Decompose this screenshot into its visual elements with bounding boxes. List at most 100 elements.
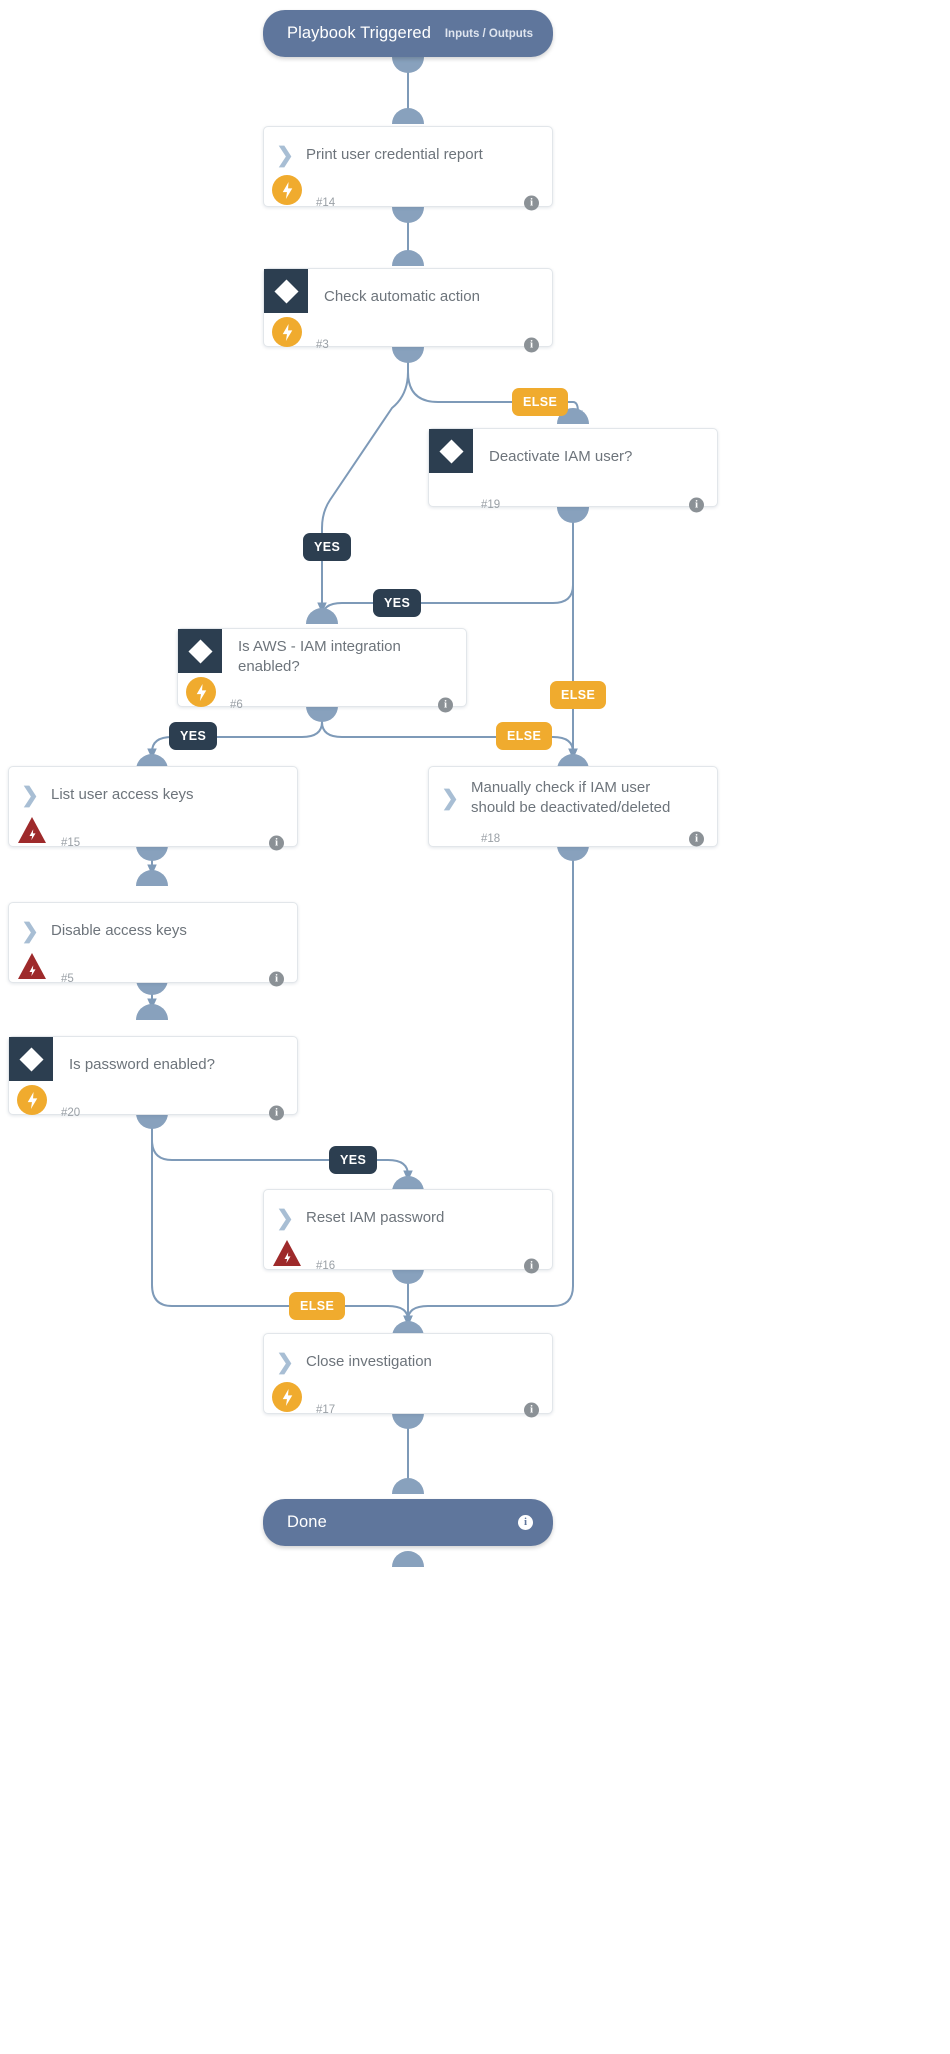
branch-label-text: YES bbox=[340, 1153, 367, 1167]
node-id: #17 bbox=[316, 1404, 336, 1416]
node-title: Print user credential report bbox=[306, 146, 483, 164]
node-id: #14 bbox=[316, 197, 336, 209]
info-icon[interactable]: i bbox=[524, 1402, 539, 1418]
node-head: Is password enabled? bbox=[9, 1037, 297, 1093]
branch-label-yes-3[interactable]: YES bbox=[303, 533, 352, 561]
node-foot: #3 i bbox=[264, 317, 552, 365]
node-card-14[interactable]: ❯ Print user credential report #14 i bbox=[263, 126, 553, 211]
branch-label-text: YES bbox=[314, 540, 341, 554]
info-icon[interactable]: i bbox=[689, 831, 704, 846]
node-card-17[interactable]: ❯ Close investigation #17 i bbox=[263, 1333, 553, 1418]
node-foot: #17 i bbox=[264, 1382, 552, 1430]
node-id: #15 bbox=[61, 837, 81, 849]
node-card-3[interactable]: Check automatic action #3 i bbox=[263, 268, 553, 353]
node-foot: #16 i bbox=[264, 1240, 552, 1286]
info-icon[interactable]: i bbox=[438, 697, 453, 713]
node-foot: #20 i bbox=[9, 1085, 297, 1133]
node-head: ❯ Manually check if IAM user should be d… bbox=[429, 767, 717, 829]
node-foot: #6 i bbox=[178, 677, 466, 725]
node-card-6[interactable]: Is AWS - IAM integration enabled? #6 i bbox=[177, 628, 467, 713]
warning-triangle-icon bbox=[18, 817, 46, 843]
branch-label-else-19[interactable]: ELSE bbox=[550, 681, 607, 709]
node-title-line2: should be deactivated/deleted bbox=[471, 799, 671, 816]
node-title: Disable access keys bbox=[51, 922, 187, 940]
node-head: Check automatic action bbox=[264, 269, 552, 325]
node-foot: #18 i bbox=[429, 829, 717, 848]
diamond-icon bbox=[178, 629, 222, 673]
info-icon[interactable]: i bbox=[269, 1105, 284, 1121]
node-head: ❯ Print user credential report bbox=[264, 127, 552, 183]
node-title: Manually check if IAM user should be dea… bbox=[471, 778, 686, 818]
bolt-icon bbox=[17, 1085, 47, 1115]
chevron-right-icon: ❯ bbox=[21, 783, 39, 807]
info-icon[interactable]: i bbox=[524, 1258, 539, 1274]
branch-label-yes-19[interactable]: YES bbox=[373, 589, 422, 617]
chevron-right-icon: ❯ bbox=[441, 786, 459, 810]
diamond-icon bbox=[9, 1037, 53, 1081]
warning-triangle-icon bbox=[18, 953, 46, 979]
info-icon[interactable]: i bbox=[518, 1515, 533, 1530]
node-card-20[interactable]: Is password enabled? #20 i bbox=[8, 1036, 298, 1121]
branch-label-else-6[interactable]: ELSE bbox=[496, 722, 553, 750]
node-card-16[interactable]: ❯ Reset IAM password #16 i bbox=[263, 1189, 553, 1274]
node-title: Deactivate IAM user? bbox=[489, 448, 633, 466]
node-head: Is AWS - IAM integration enabled? bbox=[178, 629, 466, 685]
inputs-outputs-label[interactable]: Inputs / Outputs bbox=[444, 27, 533, 40]
branch-label-text: ELSE bbox=[561, 688, 596, 702]
branch-label-yes-6[interactable]: YES bbox=[169, 722, 218, 750]
node-title: Close investigation bbox=[306, 1353, 432, 1371]
branch-label-else-20[interactable]: ELSE bbox=[289, 1292, 346, 1320]
start-node[interactable]: Playbook Triggered Inputs / Outputs bbox=[263, 10, 553, 57]
bolt-icon bbox=[272, 175, 302, 205]
node-head: ❯ Reset IAM password bbox=[264, 1190, 552, 1246]
node-card-18[interactable]: ❯ Manually check if IAM user should be d… bbox=[428, 766, 718, 847]
node-title: Reset IAM password bbox=[306, 1209, 445, 1227]
info-icon[interactable]: i bbox=[524, 337, 539, 353]
node-card-15[interactable]: ❯ List user access keys #15 i bbox=[8, 766, 298, 851]
chevron-right-icon: ❯ bbox=[276, 143, 294, 167]
node-title-line1: Manually check if IAM user bbox=[471, 779, 651, 797]
bolt-icon bbox=[272, 1382, 302, 1412]
diamond-icon bbox=[429, 429, 473, 473]
bolt-icon bbox=[272, 317, 302, 347]
bolt-icon bbox=[186, 677, 216, 707]
node-id: #19 bbox=[481, 499, 501, 511]
info-icon[interactable]: i bbox=[269, 971, 284, 987]
branch-label-text: ELSE bbox=[507, 729, 542, 743]
node-id: #3 bbox=[316, 339, 329, 351]
info-icon[interactable]: i bbox=[524, 195, 539, 211]
node-card-19[interactable]: Deactivate IAM user? #19 i bbox=[428, 428, 718, 513]
branch-label-text: YES bbox=[384, 596, 411, 610]
node-foot: #19 i bbox=[429, 485, 717, 525]
branch-label-else-3[interactable]: ELSE bbox=[512, 388, 569, 416]
node-title: Check automatic action bbox=[324, 288, 480, 306]
node-id: #5 bbox=[61, 973, 74, 985]
node-title: Is AWS - IAM integration enabled? bbox=[238, 638, 401, 675]
branch-label-yes-20[interactable]: YES bbox=[329, 1146, 378, 1174]
diamond-icon bbox=[264, 269, 308, 313]
node-id: #20 bbox=[61, 1107, 81, 1119]
node-head: Deactivate IAM user? bbox=[429, 429, 717, 485]
node-head: ❯ Close investigation bbox=[264, 1334, 552, 1390]
node-title: List user access keys bbox=[51, 786, 194, 804]
node-id: #18 bbox=[481, 832, 501, 845]
end-node[interactable]: Done i bbox=[263, 1499, 553, 1546]
node-foot: #5 i bbox=[9, 953, 297, 999]
branch-label-text: YES bbox=[180, 729, 207, 743]
branch-label-text: ELSE bbox=[300, 1299, 335, 1313]
info-icon[interactable]: i bbox=[689, 497, 704, 513]
info-icon[interactable]: i bbox=[269, 835, 284, 851]
node-head: ❯ Disable access keys bbox=[9, 903, 297, 959]
node-head: ❯ List user access keys bbox=[9, 767, 297, 823]
node-id: #16 bbox=[316, 1260, 336, 1272]
end-node-info-wrap: i bbox=[518, 1515, 533, 1530]
chevron-right-icon: ❯ bbox=[21, 919, 39, 943]
end-node-title: Done bbox=[287, 1513, 327, 1531]
node-card-5[interactable]: ❯ Disable access keys #5 i bbox=[8, 902, 298, 987]
warning-triangle-icon bbox=[273, 1240, 301, 1266]
node-id: #6 bbox=[230, 699, 243, 711]
start-node-title: Playbook Triggered bbox=[287, 24, 431, 42]
node-title: Is password enabled? bbox=[69, 1056, 215, 1074]
node-foot: #15 i bbox=[9, 817, 297, 863]
